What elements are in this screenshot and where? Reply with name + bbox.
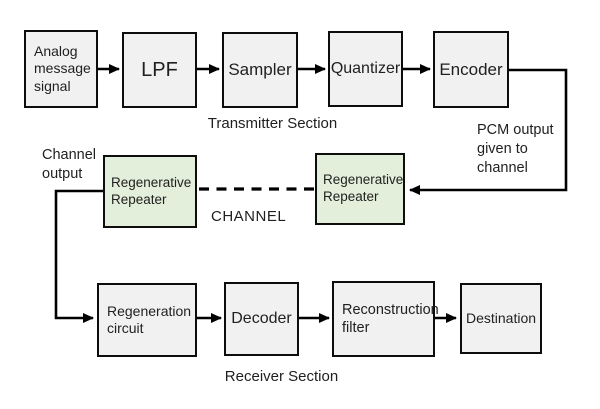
block-label: Regenerative Repeater: [111, 174, 192, 207]
block-regeneration-circuit: Regeneration circuit: [97, 283, 197, 357]
block-analog-message-signal: Analog message signal: [24, 30, 98, 108]
channel-output-label: Channel output: [42, 147, 97, 182]
block-regenerative-repeater-right: Regenerative Repeater: [315, 153, 405, 225]
block-reconstruction-filter: Reconstruction filter: [332, 281, 439, 357]
block-label: LPF: [141, 58, 178, 81]
block-quantizer: Quantizer: [328, 31, 403, 107]
block-label: Sampler: [228, 60, 292, 80]
block-label: Encoder: [439, 59, 503, 79]
transmitter-section-label: Transmitter Section: [207, 115, 338, 132]
arrow-repeater1-to-regeneration: [54, 189, 103, 323]
block-label: Destination: [465, 309, 537, 326]
block-label: Analog message signal: [34, 42, 91, 94]
block-label: Quantizer: [330, 60, 401, 77]
block-decoder: Decoder: [224, 282, 299, 356]
block-label: Decoder: [231, 310, 292, 327]
block-sampler: Sampler: [222, 32, 298, 108]
block-label: Regenerative Repeater: [323, 172, 404, 204]
pcm-output-label: PCM output given to channel: [477, 122, 554, 176]
block-label: Regeneration circuit: [107, 302, 192, 337]
block-lpf: LPF: [122, 32, 197, 108]
arrow-encoder-to-repeater2: [409, 68, 568, 195]
block-label: Reconstruction filter: [342, 301, 439, 336]
block-destination: Destination: [460, 283, 542, 354]
channel-label: CHANNEL: [211, 208, 287, 225]
receiver-section-label: Receiver Section: [224, 368, 339, 385]
block-regenerative-repeater-left: Regenerative Repeater: [103, 155, 197, 228]
block-encoder: Encoder: [433, 31, 509, 108]
